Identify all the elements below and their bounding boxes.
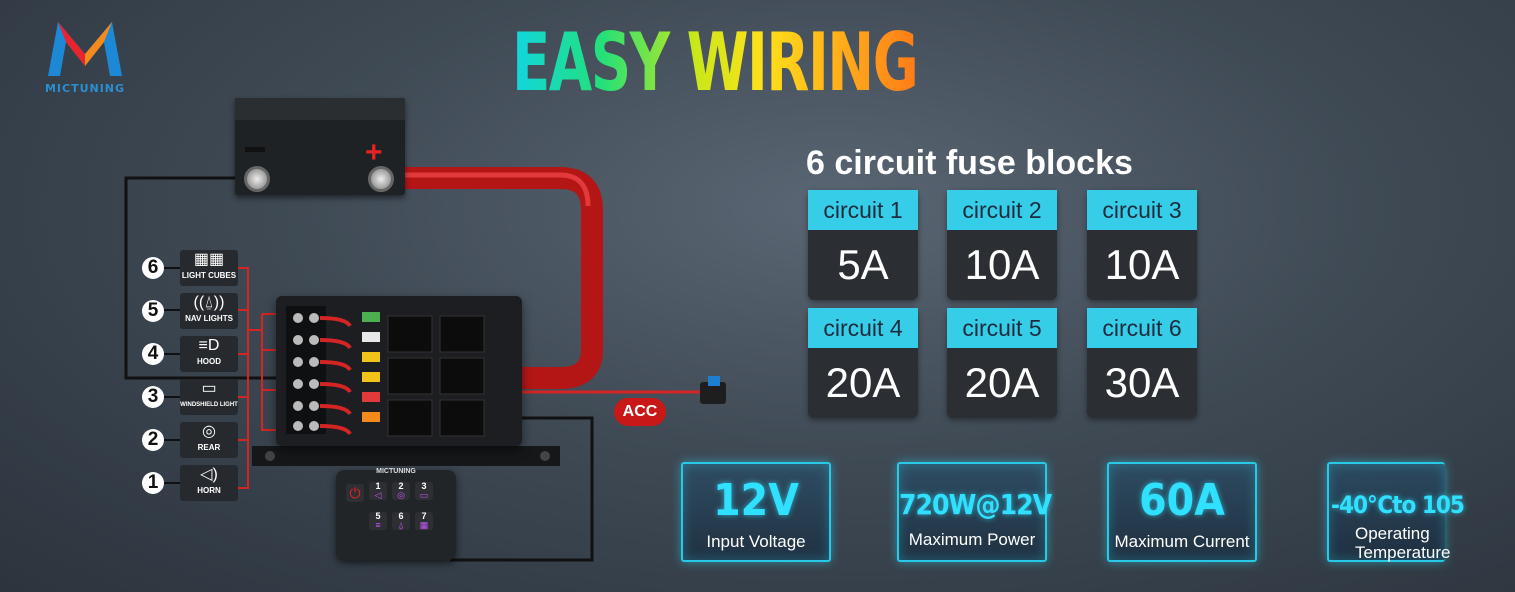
circuit-label: circuit 5: [947, 308, 1057, 348]
circuit-label: circuit 1: [808, 190, 918, 230]
panel-button-5: 5≡: [369, 512, 387, 530]
fuse-blocks-heading: 6 circuit fuse blocks: [806, 144, 1133, 182]
circuit-label: circuit 4: [808, 308, 918, 348]
circuit-label: circuit 2: [947, 190, 1057, 230]
spec-input-voltage: 12V Input Voltage: [681, 462, 831, 562]
fuse-relay-box: [276, 296, 522, 446]
panel-button-6: 6⍙: [392, 512, 410, 530]
circuit-card-4: circuit 4 20A: [808, 308, 918, 418]
mictuning-logo-icon: [48, 22, 122, 76]
panel-button-2: 2◎: [392, 482, 410, 500]
page-title: EASY WIRING: [512, 16, 919, 109]
logo-text: MICTUNING: [44, 82, 126, 95]
circuit-card-3: circuit 3 10A: [1087, 190, 1197, 300]
spec-label: Input Voltage: [706, 532, 806, 551]
positive-terminal-icon: [368, 166, 394, 192]
spec-operating-temperature: -40℃to 105 Operating Temperature: [1327, 462, 1465, 562]
circuit-amperage: 20A: [825, 359, 901, 406]
spec-label: Maximum Current: [1114, 532, 1250, 551]
brand-logo: MICTUNING: [40, 14, 130, 99]
circuit-1-number: 1: [142, 472, 164, 494]
nav-lights-icon: ((⍙))NAV LIGHTS: [180, 293, 238, 329]
spec-maximum-power: 720W@12V Maximum Power: [897, 462, 1052, 562]
circuit-6-number: 6: [142, 257, 164, 279]
panel-button-1: 1◁: [369, 482, 387, 500]
panel-button-7: 7▦: [415, 512, 433, 530]
spec-label: Operating Temperature: [1355, 524, 1451, 562]
circuit-card-6: circuit 6 30A: [1087, 308, 1197, 418]
acc-label: ACC: [614, 398, 666, 426]
circuit-amperage: 20A: [964, 359, 1040, 406]
fuse-relay-box-icon: [286, 306, 485, 437]
circuit-card-1: circuit 1 5A: [808, 190, 918, 300]
circuit-amperage: 5A: [837, 241, 889, 288]
panel-brand: MICTUNING: [376, 468, 416, 475]
wiring-lines: [124, 167, 726, 562]
power-icon: ⏻: [346, 484, 364, 502]
spec-value: 60A: [1139, 475, 1225, 526]
spec-value: -40℃to 105: [1331, 491, 1465, 519]
circuit-4-number: 4: [142, 343, 164, 365]
horn-icon: ◁)HORN: [180, 465, 238, 501]
circuit-amperage: 30A: [1104, 359, 1180, 406]
circuit-label: circuit 3: [1087, 190, 1197, 230]
circuit-card-2: circuit 2 10A: [947, 190, 1057, 300]
panel-button-3: 3▭: [415, 482, 433, 500]
circuit-3-number: 3: [142, 386, 164, 408]
circuit-2-number: 2: [142, 429, 164, 451]
spec-maximum-current: 60A Maximum Current: [1107, 462, 1257, 562]
switch-panel: MICTUNING ⏻ 1◁ 2◎ 3▭ 5≡ 6⍙ 7▦: [336, 468, 456, 560]
rear-light-icon: ◎REAR: [180, 422, 238, 458]
circuit-5-number: 5: [142, 300, 164, 322]
circuit-card-5: circuit 5 20A: [947, 308, 1057, 418]
light-cubes-icon: ▦▦LIGHT CUBES: [180, 250, 238, 286]
circuit-amperage: 10A: [1104, 241, 1180, 288]
circuit-amperage: 10A: [964, 241, 1040, 288]
negative-terminal-icon: [244, 166, 270, 192]
battery-positive-sign: +: [365, 136, 383, 169]
circuit-label: circuit 6: [1087, 308, 1197, 348]
spec-value: 720W@12V: [899, 488, 1052, 521]
battery-negative-sign: [245, 147, 265, 152]
spec-label: Maximum Power: [908, 530, 1036, 549]
spec-value: 12V: [713, 475, 799, 526]
windshield-light-icon: ▭WINDSHIELD LIGHT: [180, 379, 238, 415]
